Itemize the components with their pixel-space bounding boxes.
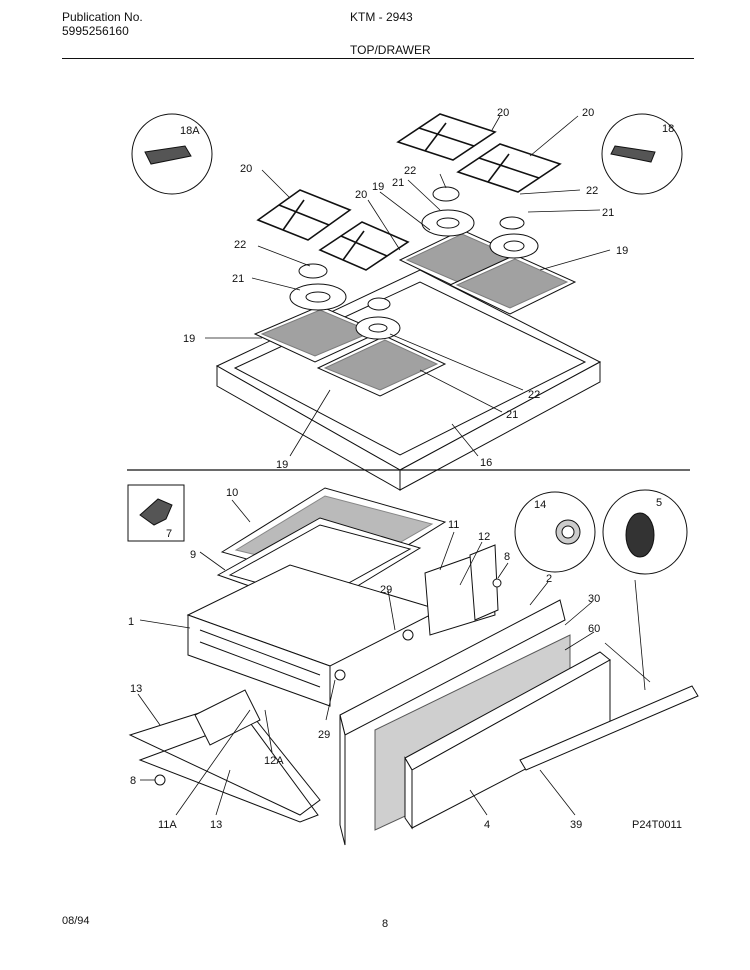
callout-29: 29: [380, 584, 392, 596]
callout-19: 19: [616, 245, 628, 257]
callout-8: 8: [130, 775, 136, 787]
page-number: 8: [382, 918, 389, 930]
exploded-parts-diagram: 20 20 18A 18 20 22 21 20 19 22 21 22 21 …: [127, 107, 699, 846]
drawer-bracket: [424, 544, 499, 636]
callout-22: 22: [404, 165, 416, 177]
callout-5: 5: [656, 497, 662, 509]
callout-20: 20: [240, 163, 252, 175]
nut: [492, 578, 502, 588]
callout-14: 14: [534, 499, 546, 511]
callout-21: 21: [506, 409, 518, 421]
callout-7: 7: [166, 528, 172, 540]
callout-13: 13: [130, 683, 142, 695]
callout-39: 39: [570, 819, 582, 831]
callout-22: 22: [528, 389, 540, 401]
callout-19: 19: [372, 181, 384, 193]
drawer-handle: [519, 685, 699, 771]
callout-9: 9: [190, 549, 196, 561]
publication-number: 5995256160: [62, 24, 129, 38]
callout-20: 20: [497, 107, 509, 119]
callout-30: 30: [588, 593, 600, 605]
callout-19: 19: [276, 459, 288, 471]
figure-code: P24T0011: [632, 819, 682, 831]
callout-21: 21: [392, 177, 404, 189]
callout-12a: 12A: [264, 755, 284, 767]
slide-rail: [128, 689, 321, 823]
callout-4: 4: [484, 819, 490, 831]
callout-19: 19: [183, 333, 195, 345]
callout-22: 22: [586, 185, 598, 197]
publication-label: Publication No.: [62, 10, 143, 24]
detail-circle-14: [514, 491, 596, 573]
leader-lines: [137, 499, 651, 816]
footer-date: 08/94: [62, 915, 90, 927]
callout-20: 20: [582, 107, 594, 119]
callout-22: 22: [234, 239, 246, 251]
section-title: TOP/DRAWER: [350, 43, 431, 57]
burner-cap: [289, 186, 539, 340]
leader-lines: [205, 115, 611, 457]
callout-10: 10: [226, 487, 238, 499]
callout-1: 1: [128, 616, 134, 628]
model-number: KTM - 2943: [350, 10, 413, 24]
callout-21: 21: [602, 207, 614, 219]
callout-2: 2: [546, 573, 552, 585]
callout-60: 60: [588, 623, 600, 635]
callout-11: 11: [448, 519, 459, 531]
burner-pan: [253, 229, 577, 397]
callout-21: 21: [232, 273, 244, 285]
grate: [256, 113, 562, 271]
callout-18: 18: [662, 123, 674, 135]
callout-12: 12: [478, 531, 490, 543]
callout-13: 13: [210, 819, 222, 831]
drawer-front: [404, 651, 611, 830]
callout-20: 20: [355, 189, 367, 201]
callout-11a: 11A: [158, 819, 177, 831]
callout-18a: 18A: [180, 125, 200, 137]
callout-16: 16: [480, 457, 492, 469]
callout-29: 29: [318, 729, 330, 741]
callout-8: 8: [504, 551, 510, 563]
header-rule: [62, 58, 694, 59]
